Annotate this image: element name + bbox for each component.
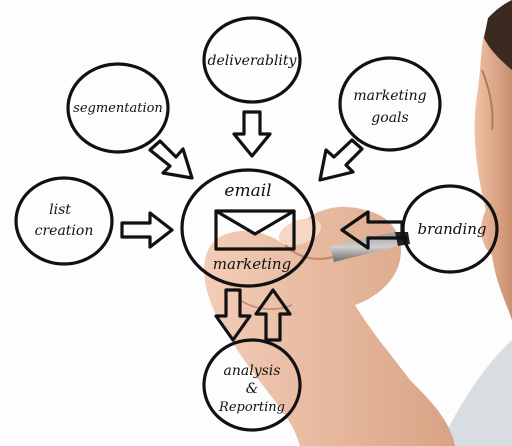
node-list-creation-label-2: creation [35, 223, 94, 239]
node-list-creation-label-1: list [49, 202, 71, 218]
envelope-icon [214, 209, 296, 251]
node-analysis-label-1: analysis [224, 363, 281, 379]
shirt [440, 340, 512, 446]
hand [204, 206, 455, 446]
node-segmentation-label: segmentation [73, 101, 163, 116]
node-marketing-goals-label-1: marketing [353, 88, 426, 104]
arrow-down-to-analysis [214, 288, 252, 342]
node-segmentation-circle [66, 62, 170, 154]
arrow-from-segmentation [148, 139, 194, 180]
center-label-email: email [224, 181, 271, 201]
node-list-creation-circle [14, 176, 114, 266]
arrow-from-marketing-goals [318, 138, 364, 182]
arrow-from-list-creation [120, 211, 174, 249]
node-branding-label: branding [417, 220, 486, 238]
center-circle [180, 168, 316, 288]
arrow-up-from-analysis [254, 288, 292, 342]
node-deliverability-label: deliverablity [208, 53, 298, 69]
node-marketing-goals-label-2: goals [371, 110, 408, 126]
center-label-marketing: marketing [213, 255, 291, 273]
arrow-down-from-deliverability [232, 110, 272, 158]
node-analysis-circle [202, 338, 302, 432]
person-face [474, 0, 512, 320]
node-analysis-label-3: Reporting [218, 400, 285, 415]
node-marketing-goals-circle [338, 56, 442, 152]
node-analysis-label-2: & [246, 381, 258, 397]
arrow-from-branding [340, 210, 404, 250]
node-deliverability-circle [202, 16, 302, 104]
